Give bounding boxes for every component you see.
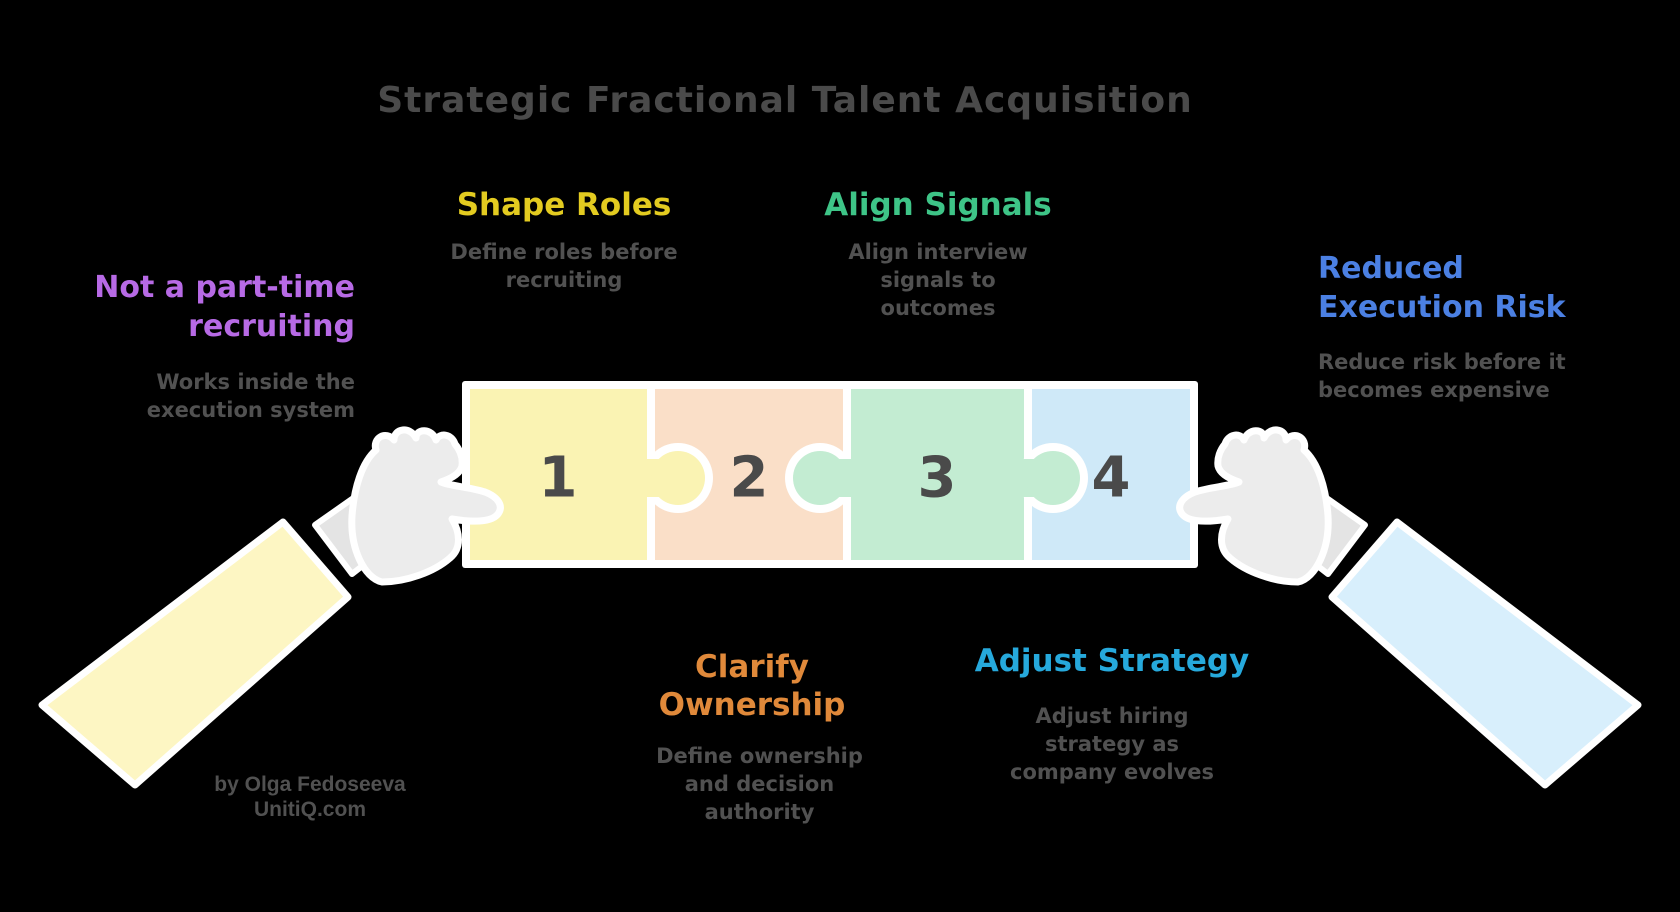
puzzle-piece-1 xyxy=(470,389,647,560)
side-note-left-description: Works inside the execution system xyxy=(146,370,355,422)
side-note-left-title: Not a part-time recruiting xyxy=(94,270,355,344)
puzzle-tab-3-left xyxy=(793,451,847,505)
side-note-right-title: Reduced Execution Risk xyxy=(1318,251,1566,325)
piece-3-number: 3 xyxy=(917,445,957,511)
right-hand xyxy=(1176,426,1332,586)
step-4-block: Adjust Strategy Adjust hiring strategy a… xyxy=(972,642,1252,786)
step-3-description: Align interview signals to outcomes xyxy=(848,240,1028,320)
step-2-description: Define ownership and decision authority xyxy=(656,744,863,824)
credit-site: UnitiQ.com xyxy=(253,798,366,821)
step-1-title: Shape Roles xyxy=(456,187,672,223)
side-note-left: Not a part-time recruiting Works inside … xyxy=(40,268,355,424)
side-note-right: Reduced Execution Risk Reduce risk befor… xyxy=(1318,249,1648,404)
step-1-description: Define roles before recruiting xyxy=(450,240,678,292)
piece-4-number: 4 xyxy=(1091,445,1131,511)
page-title: Strategic Fractional Talent Acquisition xyxy=(377,80,1193,121)
left-hand xyxy=(348,426,504,586)
step-4-description: Adjust hiring strategy as company evolve… xyxy=(1010,704,1214,784)
puzzle-tab-3-right xyxy=(1026,451,1080,505)
step-1-block: Shape Roles Define roles before recruiti… xyxy=(434,186,694,294)
piece-2-number: 2 xyxy=(729,445,769,511)
step-4-title: Adjust Strategy xyxy=(974,643,1250,679)
step-2-block: Clarify Ownership Define ownership and d… xyxy=(652,648,863,826)
piece-1-number: 1 xyxy=(538,445,578,511)
credit-block: by Olga Fedoseeva UnitiQ.com xyxy=(160,772,460,822)
puzzle-piece-3 xyxy=(851,389,1024,560)
step-2-title: Clarify Ownership xyxy=(658,649,846,723)
credit-byline: by Olga Fedoseeva xyxy=(214,773,406,796)
step-3-block: Align Signals Align interview signals to… xyxy=(808,186,1068,322)
step-3-title: Align Signals xyxy=(824,187,1052,223)
right-arm-sleeve xyxy=(1328,518,1642,789)
puzzle-tab-1 xyxy=(651,451,705,505)
side-note-right-description: Reduce risk before it becomes expensive xyxy=(1318,350,1566,402)
left-arm-sleeve xyxy=(38,518,352,789)
